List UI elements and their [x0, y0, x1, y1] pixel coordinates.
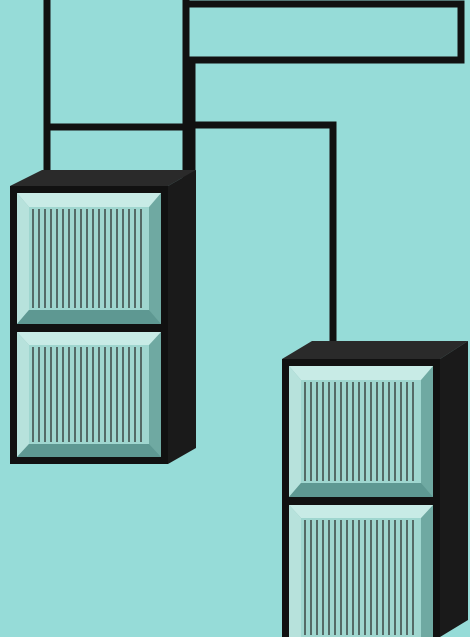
- drawer-upper: [17, 193, 161, 324]
- drawer-divider: [289, 497, 433, 505]
- cabinet-side: [168, 170, 196, 464]
- cabinet-side: [440, 341, 468, 637]
- server-cabinet-left: [10, 170, 196, 464]
- drawer-upper: [289, 366, 433, 497]
- drawer-lower: [289, 505, 433, 637]
- cabinet-top: [10, 170, 196, 186]
- drawer-lower: [17, 332, 161, 457]
- cable-loop-top: [186, 0, 461, 180]
- cabinet-top: [282, 341, 468, 359]
- server-cabinet-right: [282, 341, 468, 637]
- drawer-divider: [17, 324, 161, 332]
